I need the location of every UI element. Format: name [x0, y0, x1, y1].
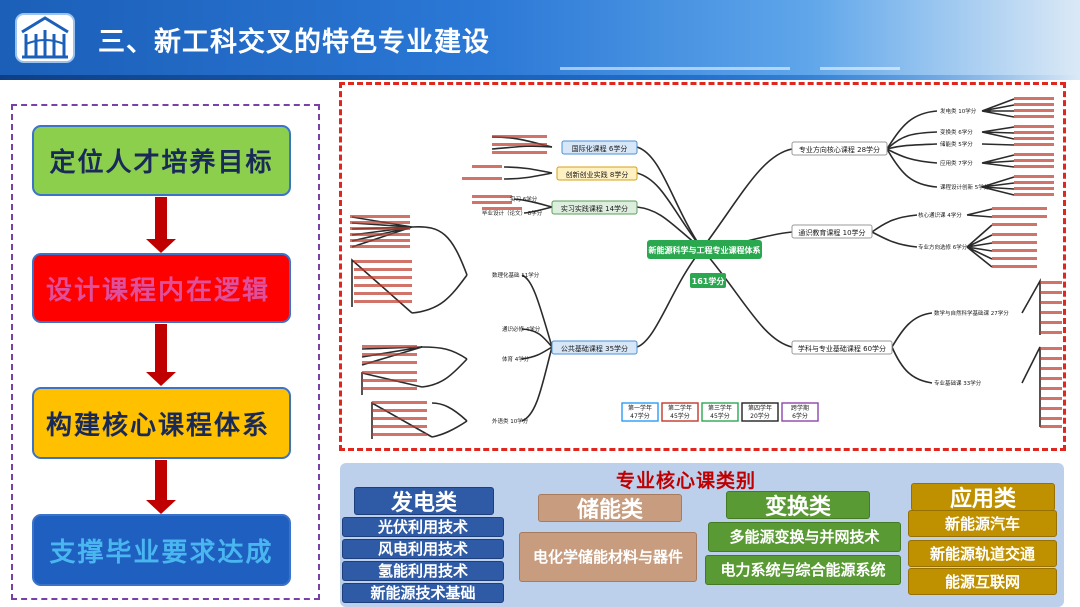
- branch-disc: 学科与专业基础课程 60学分: [798, 344, 886, 353]
- header-bar: 三、新工科交叉的特色专业建设: [0, 0, 1080, 80]
- curriculum-mindmap: 新能源科学与工程专业课程体系 161学分 国际化课程 6学分 创新创业实践 8学…: [350, 97, 1062, 439]
- category-storage[interactable]: 储能类: [538, 494, 682, 523]
- category-conversion[interactable]: 变换类: [726, 491, 870, 520]
- branch-pub: 公共基础课程 35学分: [561, 344, 628, 353]
- sub-gen-req: 通识必修 4学分: [502, 325, 541, 333]
- sub-design: 课程设计创新 5学分: [940, 183, 990, 191]
- mindmap-center-node: [647, 240, 762, 259]
- down-arrow-icon: [146, 460, 176, 514]
- course-item[interactable]: 能源互联网: [908, 568, 1057, 595]
- category-application[interactable]: 应用类: [911, 483, 1055, 512]
- sub-prof-found: 专业基础课 33学分: [934, 379, 982, 387]
- year1-credits: 47学分: [630, 412, 650, 420]
- step-curriculum-logic[interactable]: 设计课程内在逻辑: [32, 253, 291, 323]
- category-generation[interactable]: 发电类: [354, 487, 494, 516]
- course-item[interactable]: 多能源变换与并网技术: [708, 522, 901, 552]
- sub-math: 数理化基础 11学分: [492, 271, 540, 279]
- course-item[interactable]: 新能源轨道交通: [908, 540, 1057, 567]
- design-steps-frame: [11, 104, 320, 600]
- branch-major: 专业方向核心课程 28学分: [799, 145, 880, 154]
- core-course-title: 专业核心课类别: [616, 470, 757, 492]
- course-item[interactable]: 电化学储能材料与器件: [519, 532, 697, 582]
- down-arrow-icon: [146, 197, 176, 253]
- course-item[interactable]: 氢能利用技术: [342, 561, 504, 581]
- course-item[interactable]: 风电利用技术: [342, 539, 504, 559]
- year2-label: 第二学年: [668, 404, 692, 412]
- sub-prof-elect: 专业方向选修 6学分: [918, 243, 968, 251]
- sub-conv: 变换类 6学分: [940, 128, 973, 136]
- cross-credits: 6学分: [792, 412, 808, 420]
- sub-gen: 发电类 10学分: [940, 107, 977, 115]
- sub-intern: 实习 6学分: [510, 195, 538, 203]
- university-seal-icon: [15, 13, 75, 63]
- sub-lang: 外语类 10学分: [492, 417, 529, 425]
- year2-credits: 45学分: [670, 412, 690, 420]
- year3-label: 第三学年: [708, 404, 732, 412]
- down-arrow-icon: [146, 324, 176, 386]
- course-item[interactable]: 光伏利用技术: [342, 517, 504, 537]
- sub-core-gen: 核心通识课 4学分: [918, 211, 962, 219]
- cross-label: 跨学期: [791, 404, 809, 412]
- step-positioning-goal[interactable]: 定位人才培养目标: [32, 125, 291, 196]
- step-core-curriculum[interactable]: 构建核心课程体系: [32, 387, 291, 459]
- sub-pe: 体育 4学分: [502, 355, 530, 363]
- year1-label: 第一学年: [628, 404, 652, 412]
- mindmap-total-node: [690, 273, 726, 288]
- sub-math-found: 数学与自然科学基础课 27学分: [934, 309, 1009, 317]
- branch-prac: 实习实践课程 14学分: [561, 204, 628, 213]
- mindmap-center-label: 新能源科学与工程专业课程体系: [649, 245, 761, 255]
- step-graduation-requirements[interactable]: 支撑毕业要求达成: [32, 514, 291, 586]
- sub-thesis: 毕业设计（论文） 8学分: [482, 209, 543, 217]
- header-decoration: [560, 67, 790, 70]
- course-item[interactable]: 新能源技术基础: [342, 583, 504, 603]
- branch-general: 通识教育课程 10学分: [798, 228, 865, 237]
- branch-innov: 创新创业实践 8学分: [566, 170, 629, 179]
- sub-store: 储能类 5学分: [940, 140, 973, 148]
- course-item[interactable]: 电力系统与综合能源系统: [705, 555, 901, 585]
- curriculum-mindmap-frame: 新能源科学与工程专业课程体系 161学分 国际化课程 6学分 创新创业实践 8学…: [339, 82, 1066, 451]
- header-decoration: [820, 67, 900, 70]
- year4-label: 第四学年: [748, 404, 772, 412]
- year4-credits: 20学分: [750, 412, 770, 420]
- year3-credits: 45学分: [710, 412, 730, 420]
- page-title: 三、新工科交叉的特色专业建设: [98, 27, 490, 58]
- sub-app: 应用类 7学分: [940, 159, 973, 167]
- mindmap-total-label: 161学分: [692, 276, 725, 286]
- branch-intl: 国际化课程 6学分: [572, 144, 628, 153]
- course-item[interactable]: 新能源汽车: [908, 510, 1057, 537]
